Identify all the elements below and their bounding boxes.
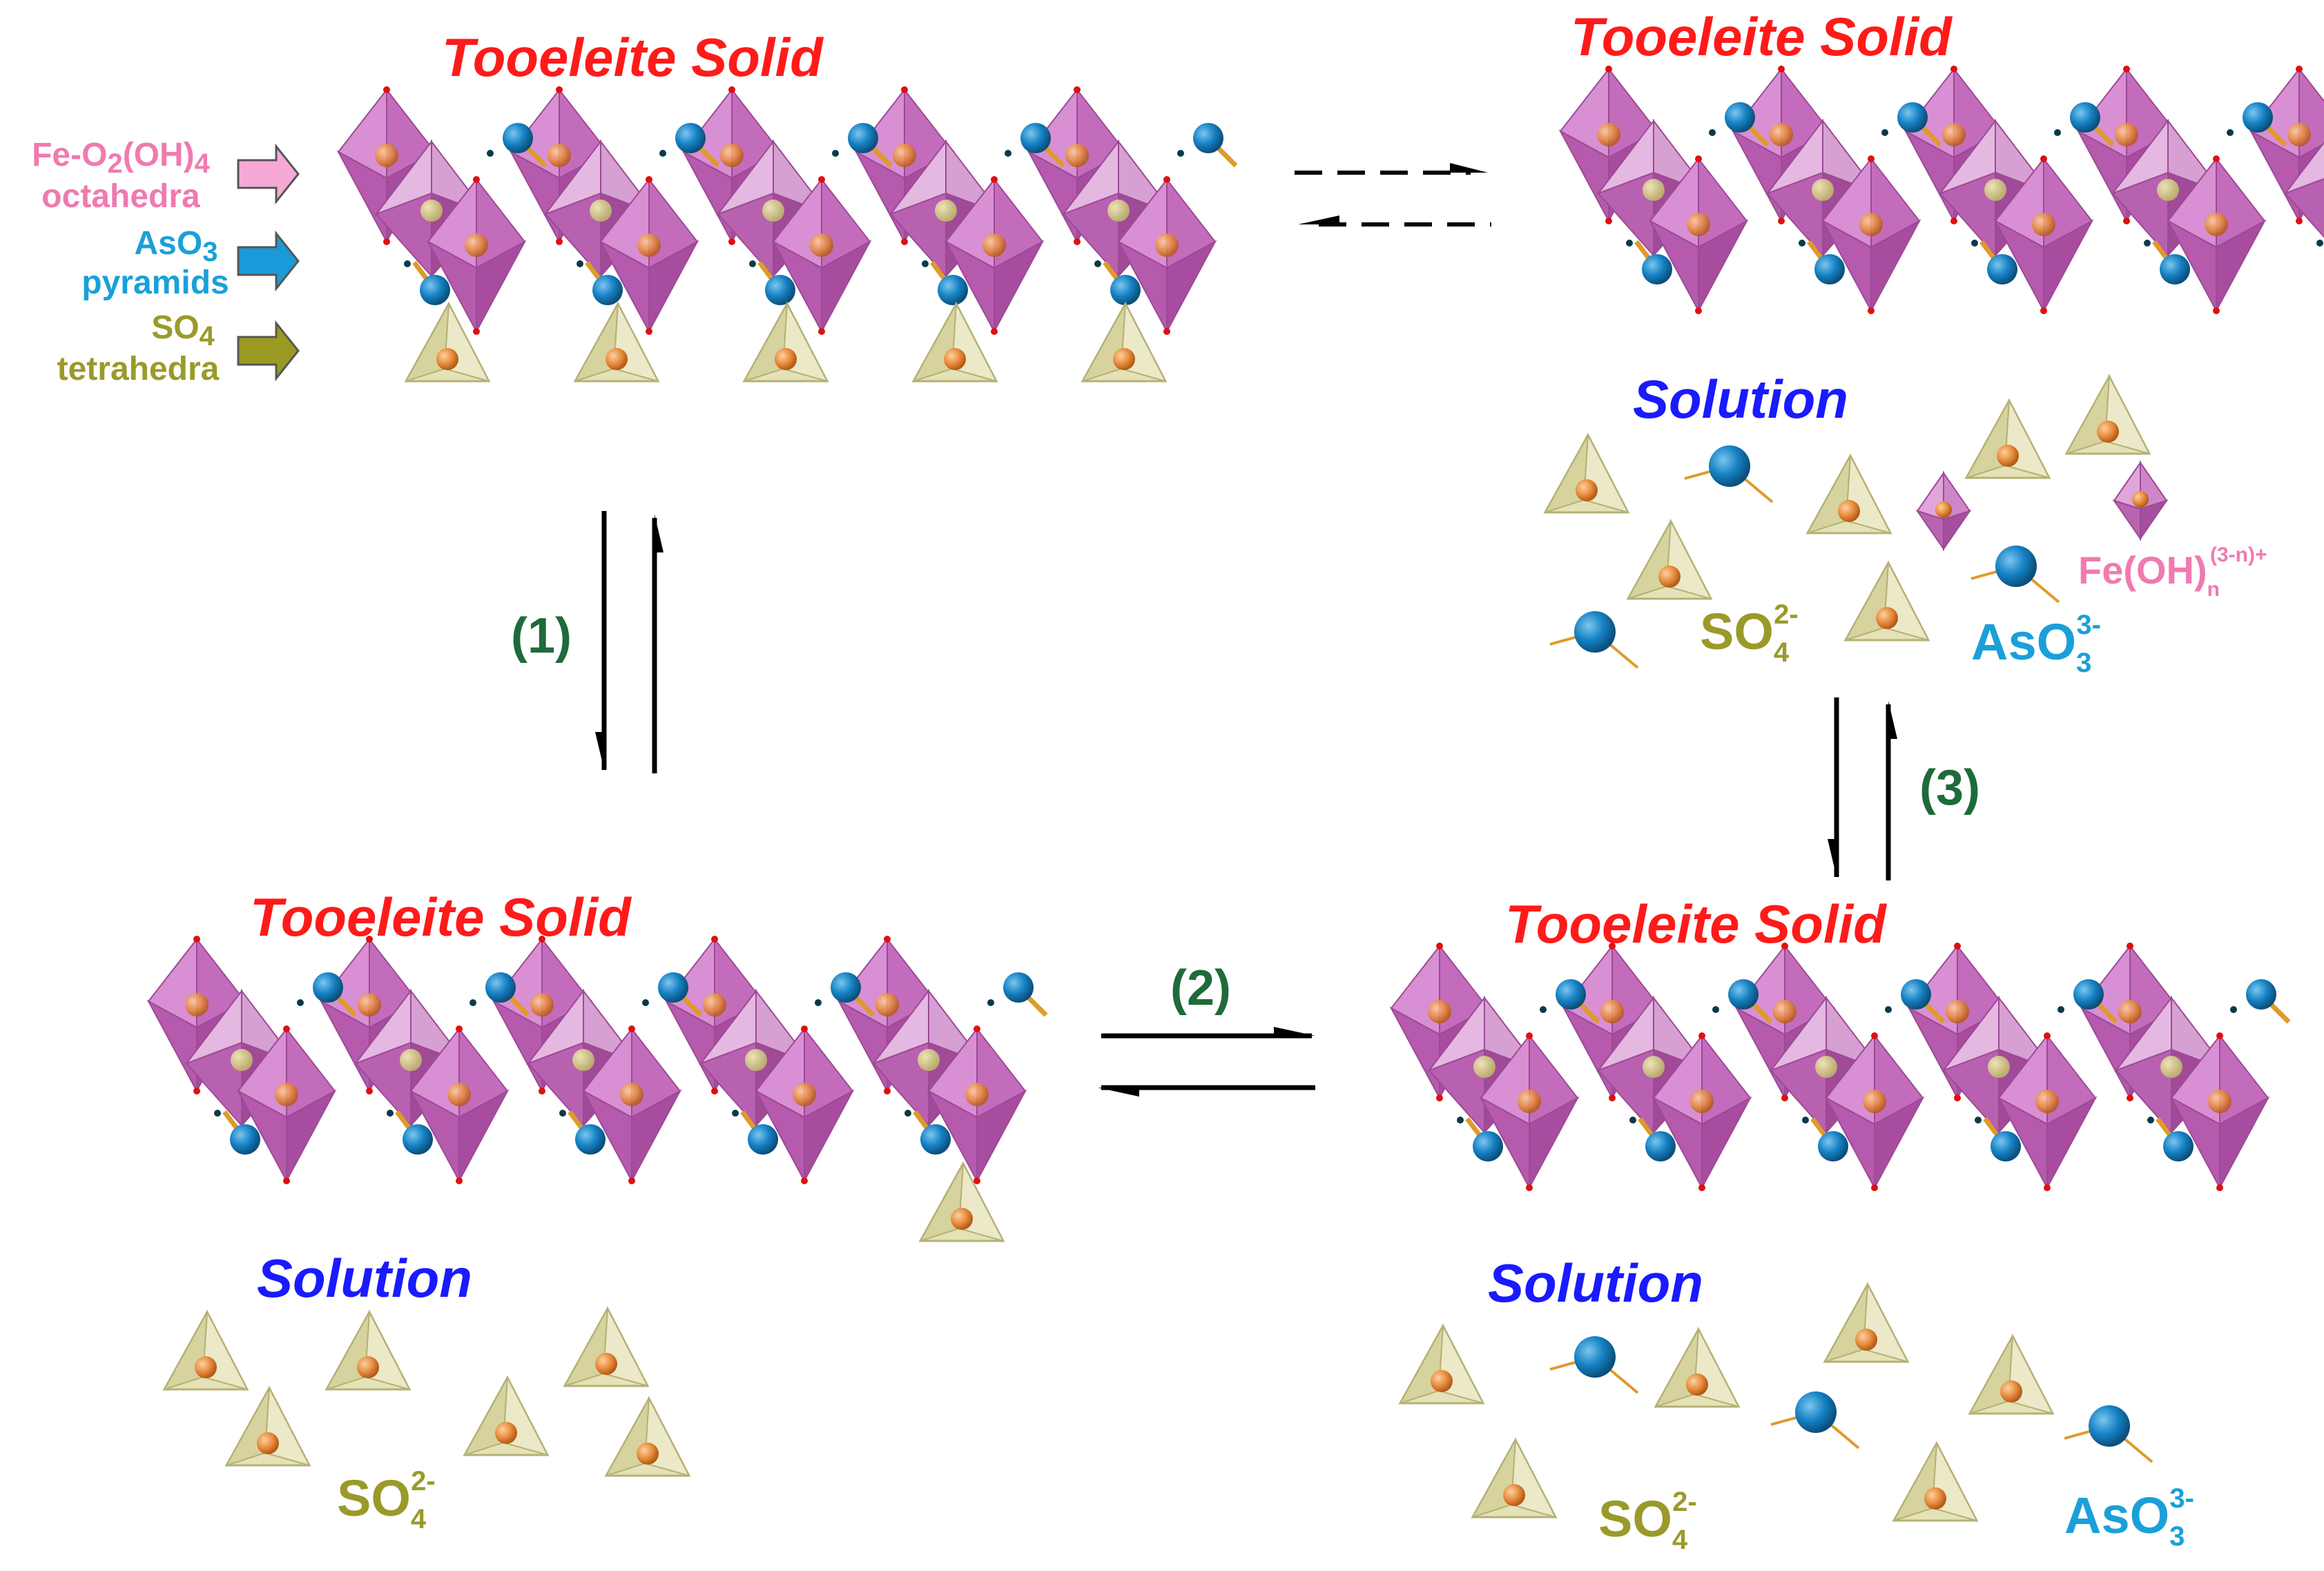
solution-label: Solution <box>257 1248 472 1309</box>
aso3-pyramid-icon <box>2063 1404 2153 1463</box>
fe-octahedron-icon <box>1917 472 1970 550</box>
so4-tetrahedron-icon <box>225 1387 311 1467</box>
so4-ion-label: SO42- <box>1700 599 1799 668</box>
tooeleite-chain <box>1391 943 2289 1191</box>
dissolved-sulfate <box>163 1307 690 1477</box>
solution-label: Solution <box>1633 369 1848 430</box>
legend-as-label: AsO3 <box>135 225 218 267</box>
legend-arrow-icon <box>237 143 300 205</box>
so4-tetrahedron-icon <box>1806 454 1892 534</box>
legend-fe-label-line2: octahedra <box>41 178 200 215</box>
step-label-3: (3) <box>1919 760 1980 816</box>
sulfate-row <box>405 302 1167 383</box>
so4-tetrahedron-icon <box>1844 561 1930 642</box>
tooeleite-chain <box>148 936 1046 1184</box>
so4-ion-label: SO42- <box>337 1466 436 1534</box>
so4-tetrahedron-icon <box>1968 1335 2054 1415</box>
so4-tetrahedron-icon <box>1823 1283 1909 1363</box>
so4-ion-label: SO42- <box>1598 1487 1697 1555</box>
fe-ion-label: Fe(OH)n(3-n)+ <box>2078 543 2267 601</box>
so4-tetrahedron-icon <box>919 1162 1005 1242</box>
panel-title: Tooeleite Solid <box>1505 894 1887 954</box>
aso3-pyramid-icon <box>1770 1390 1860 1449</box>
legend-so4-label-line2: tetrahedra <box>57 351 220 387</box>
legend-arrow-icon <box>237 230 300 292</box>
aso3-pyramid-icon <box>1683 444 1774 503</box>
so4-tetrahedron-icon <box>1627 520 1712 600</box>
equilibrium-arrows-step-2: (2) <box>1098 961 1315 1097</box>
tooeleite-chain-partial <box>1560 66 2324 314</box>
aso3-ion-label: AsO33- <box>1971 610 2101 678</box>
so4-tetrahedron-icon <box>463 1376 549 1456</box>
so4-tetrahedron-icon <box>1081 302 1167 383</box>
legend-fe-label: Fe-O2(OH)4 <box>32 137 211 179</box>
panel-title: Tooeleite Solid <box>1571 6 1953 67</box>
step-label-1: (1) <box>511 608 572 664</box>
panel-bottom-left: Tooeleite Solid Solution SO42- <box>148 887 1046 1534</box>
so4-tetrahedron-icon <box>1399 1324 1484 1405</box>
dissolved-species <box>1399 1283 2153 1522</box>
so4-tetrahedron-icon <box>2065 375 2151 455</box>
panel-top-right: Tooeleite Solid Solution SO42- AsO33- Fe… <box>1544 6 2324 678</box>
so4-tetrahedron-icon <box>1892 1442 1978 1522</box>
so4-tetrahedron-icon <box>912 302 998 383</box>
legend-as-label-line2: pyramids <box>81 264 229 301</box>
so4-tetrahedron-icon <box>1471 1438 1557 1519</box>
aso3-pyramid-icon <box>1549 610 1639 669</box>
so4-tetrahedron-icon <box>163 1311 249 1391</box>
panel-title: Tooeleite Solid <box>442 27 824 88</box>
fe-octahedron-icon <box>2113 462 2167 539</box>
panel-title: Tooeleite Solid <box>250 887 632 947</box>
step-label-2: (2) <box>1170 961 1231 1016</box>
aso3-pyramid-icon <box>1970 544 2060 604</box>
tooeleite-chain <box>338 86 1236 335</box>
legend-arrow-icon <box>237 320 300 382</box>
panel-top-left: Tooeleite Solid <box>338 27 1236 383</box>
solution-label: Solution <box>1488 1253 1703 1313</box>
so4-tetrahedron-icon <box>563 1307 649 1387</box>
so4-tetrahedron-icon <box>325 1311 411 1391</box>
so4-tetrahedron-icon <box>1965 399 2051 479</box>
so4-tetrahedron-icon <box>1654 1328 1740 1408</box>
aso3-ion-label: AsO33- <box>2064 1483 2194 1552</box>
panel-bottom-right: Tooeleite Solid Solution SO42- AsO33- <box>1391 894 2289 1555</box>
legend: Fe-O2(OH)4 octahedra AsO3 pyramids SO4 t… <box>32 137 300 387</box>
so4-tetrahedron-icon <box>605 1397 690 1477</box>
equilibrium-arrows-step-3: (3) <box>1828 697 1980 880</box>
aso3-pyramid-icon <box>1549 1335 1639 1394</box>
dashed-equilibrium-arrows <box>1295 163 1491 227</box>
legend-so4-label: SO4 <box>151 309 215 351</box>
equilibrium-arrows-step-1: (1) <box>511 511 664 773</box>
so4-tetrahedron-icon <box>1544 434 1629 514</box>
